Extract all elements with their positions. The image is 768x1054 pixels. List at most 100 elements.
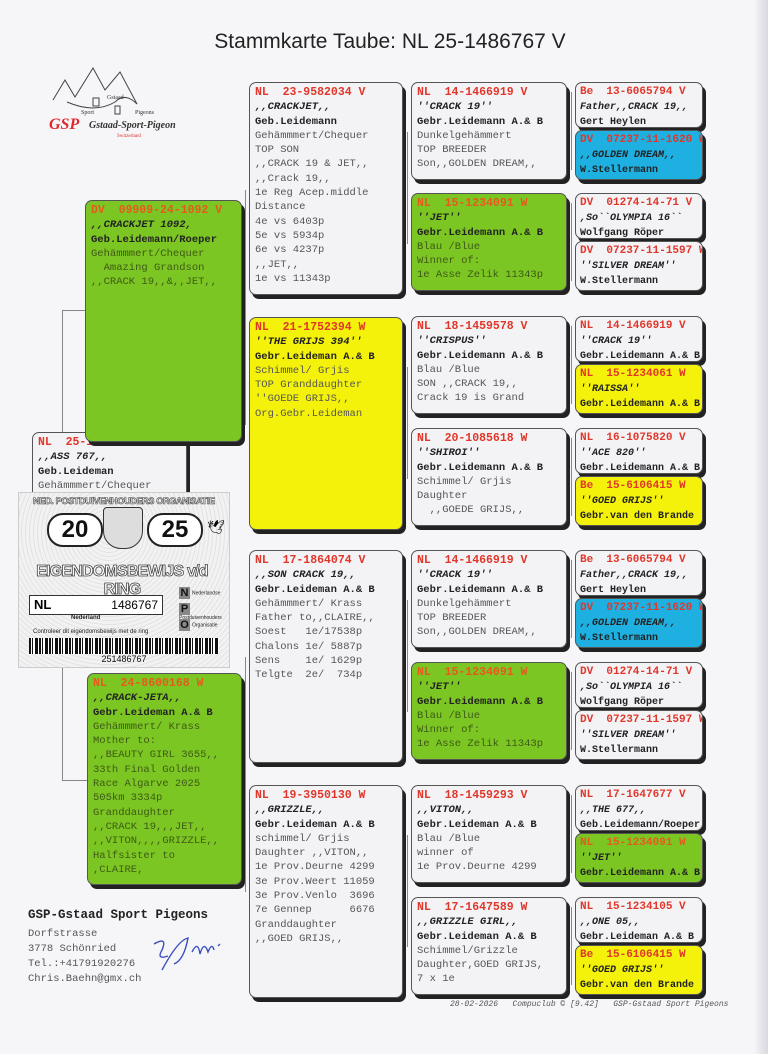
breeder-name: Gebr.Leideman A.& B (255, 583, 375, 596)
detail-line: ,,VITON,,,,GRIZZLE,, (93, 835, 220, 848)
breeder-name: Wolfgang Röper (580, 697, 665, 708)
ring-number: Be 15-6106415 W (580, 480, 686, 492)
detail-line: 1e Prov.Deurne 4299 (417, 861, 537, 874)
connector-line (245, 190, 246, 425)
connector-line (571, 560, 572, 638)
pigeon-name: ,,CRACKJET 1092, (91, 219, 192, 232)
detail-line: 7e Gennep 6676 (255, 904, 375, 917)
breeder-address: GSP-Gstaad Sport Pigeons Dorfstrasse 377… (28, 908, 208, 987)
gen3-box[interactable]: NL 15-1234091 W''JET''Gebr.Leidemann A.&… (411, 193, 567, 291)
gen4-box[interactable]: DV 01274-14-71 V,So``OLYMPIA 16``Wolfgan… (575, 193, 703, 239)
gen4-box[interactable]: Be 15-6106415 W''GOED GRIJS''Gebr.van de… (575, 476, 703, 526)
breeder-phone: Tel.:+41791920276 (28, 958, 136, 970)
gen3-box[interactable]: NL 14-1466919 V''CRACK 19''Gebr.Leideman… (411, 82, 567, 180)
npo-word: Organisatie (192, 622, 218, 629)
npo-p: PPostduivenhouders (179, 603, 229, 621)
gen4-box[interactable]: NL 16-1075820 V''ACE 820''Gebr.Leidemann… (575, 428, 703, 474)
breeder-name: Gebr.Leidemann A.& B (580, 351, 701, 362)
ring-number: DV 01274-14-71 V (580, 666, 693, 678)
pigeon-name: ,,VITON,, (417, 804, 474, 817)
gen4-box[interactable]: DV 07237-11-1620 W,,GOLDEN DREAM,,W.Stel… (575, 130, 703, 180)
gen3-box[interactable]: NL 15-1234091 W''JET''Gebr.Leidemann A.&… (411, 662, 567, 760)
breeder-name: W.Stellermann (580, 633, 659, 644)
ring-number: NL 15-1234091 W (580, 837, 686, 849)
gen4-box[interactable]: NL 15-1234091 W''JET''Gebr.Leidemann A.&… (575, 833, 703, 883)
detail-line: Gehämmmert/ Krass (255, 597, 363, 610)
connector-line (407, 132, 408, 244)
detail-line: Daughter (417, 490, 468, 503)
pigeon-name: ,,GOLDEN DREAM,, (580, 618, 677, 629)
gen4-box[interactable]: NL 14-1466919 V''CRACK 19''Gebr.Leideman… (575, 316, 703, 362)
ring-number: NL 17-1647589 W (417, 901, 528, 914)
gsp-logo: Gstaad Sport Pigeons GSP Gstaad-Sport-Pi… (45, 62, 185, 142)
breeder-email: Chris.Baehn@gmx.ch (28, 973, 142, 985)
gen4-box[interactable]: NL 15-1234105 V,,ONE 05,,Gebr.Leideman A… (575, 897, 703, 943)
gen4-box[interactable]: Be 15-6106415 W''GOED GRIJS''Gebr.van de… (575, 945, 703, 995)
detail-line: Distance (255, 201, 306, 214)
gen2-box[interactable]: NL 23-9582034 V,,CRACKJET,,Geb.Leidemann… (249, 82, 403, 295)
gen4-box[interactable]: DV 07237-11-1597 W''SILVER DREAM''W.Stel… (575, 710, 703, 760)
detail-line: Son,,GOLDEN DREAM,, (417, 158, 537, 171)
ring-number: DV 07237-11-1597 W (580, 714, 703, 726)
ring-number: NL 15-1234091 W (417, 197, 528, 210)
detail-line: ,CLAIRE, (93, 863, 144, 876)
pigeon-name: ''ACE 820'' (580, 448, 647, 459)
detail-line: Daughter ,,VITON,, (255, 847, 369, 860)
detail-line: 4e vs 6403p (255, 215, 325, 228)
detail-line: Dunkelgehämmert (417, 129, 512, 142)
breeder-name: Gebr.van den Brande (580, 511, 695, 522)
gen3-box[interactable]: NL 17-1647589 W,,GRIZZLE GIRL,,Gebr.Leid… (411, 897, 567, 995)
gen3-box[interactable]: NL 14-1466919 V''CRACK 19''Gebr.Leideman… (411, 550, 567, 648)
logo-country: Switzerland (117, 134, 141, 139)
detail-line: 1e Asse Zelik 11343p (417, 269, 544, 282)
detail-line: Sens 1e/ 1629p (255, 655, 363, 668)
breeder-name: Gebr.Leideman A.& B (255, 818, 375, 831)
gen2-box[interactable]: NL 21-1752394 W''THE GRIJS 394''Gebr.Lei… (249, 317, 403, 530)
breeder-name: Geb.Leidemann/Roeper (580, 820, 701, 831)
gen3-box[interactable]: NL 20-1085618 W''SHIROI''Gebr.Leidemann … (411, 428, 567, 526)
breeder-name: Gebr.Leideman A.& B (417, 930, 537, 943)
breeder-street: Dorfstrasse (28, 928, 98, 940)
breeder-name: Wolfgang Röper (580, 228, 665, 239)
pigeon-name: ''SHIROI'' (417, 447, 481, 460)
sire-box[interactable]: DV 09909-24-1092 V,,CRACKJET 1092,Geb.Le… (85, 200, 242, 442)
pigeon-name: Father,,CRACK 19,, (580, 570, 689, 581)
detail-line: Son,,GOLDEN DREAM,, (417, 626, 537, 639)
breeder-name: Gebr.Leidemann A.& B (417, 226, 544, 239)
logo-name: Gstaad-Sport-Pigeon (89, 120, 176, 131)
gen2-box[interactable]: NL 17-1864074 V,,SON CRACK 19,,Gebr.Leid… (249, 550, 403, 763)
logo-gsp: GSP (49, 116, 80, 133)
pigeon-name: ''RAISSA'' (580, 384, 641, 395)
ring-number: NL 17-1864074 V (255, 554, 366, 567)
pigeon-name: ''CRISPUS'' (417, 335, 487, 348)
pigeon-name: ,,ONE 05,, (580, 917, 641, 928)
detail-line: Blau /Blue (417, 709, 481, 722)
gen4-box[interactable]: DV 07237-11-1597 W''SILVER DREAM''W.Stel… (575, 241, 703, 291)
detail-line: ,,Crack 19,, (255, 172, 331, 185)
connector-line (62, 310, 85, 311)
detail-line: Winner of: (417, 724, 481, 737)
detail-line: 5e vs 5934p (255, 229, 325, 242)
ring-number: NL 23-9582034 V (255, 86, 366, 99)
detail-line: Halfsister to (93, 849, 175, 862)
ring-number: DV 07237-11-1597 W (580, 245, 703, 257)
gen4-box[interactable]: NL 15-1234061 W''RAISSA''Gebr.Leidemann … (575, 364, 703, 414)
npo-letter: N (179, 587, 190, 599)
npo-letter: P (179, 603, 190, 615)
gen4-box[interactable]: DV 07237-11-1620 W,,GOLDEN DREAM,,W.Stel… (575, 598, 703, 648)
detail-line: 3e Prov.Weert 11059 (255, 875, 375, 888)
gen3-box[interactable]: NL 18-1459578 V''CRISPUS''Gebr.Leidemann… (411, 316, 567, 414)
gen4-box[interactable]: DV 01274-14-71 V,So``OLYMPIA 16``Wolfgan… (575, 662, 703, 708)
breeder-name: Geb.Leidemann/Roeper (91, 233, 218, 246)
gen2-box[interactable]: NL 19-3950130 W,,GRIZZLE,,Gebr.Leideman … (249, 785, 403, 998)
gen4-box[interactable]: NL 17-1647677 V,,THE 677,,Geb.Leidemann/… (575, 785, 703, 831)
ring-number: NL 16-1075820 V (580, 432, 686, 444)
breeder-name: Gebr.Leidemann A.& B (417, 115, 544, 128)
dam-box[interactable]: NL 24-8600168 W,,CRACK-JETA,,Gebr.Leidem… (87, 673, 242, 885)
card-header: NED. POSTDUIVENHOUDERS ORGANISATIE (33, 496, 216, 507)
gen3-box[interactable]: NL 18-1459293 V,,VITON,,Gebr.Leideman A.… (411, 785, 567, 883)
